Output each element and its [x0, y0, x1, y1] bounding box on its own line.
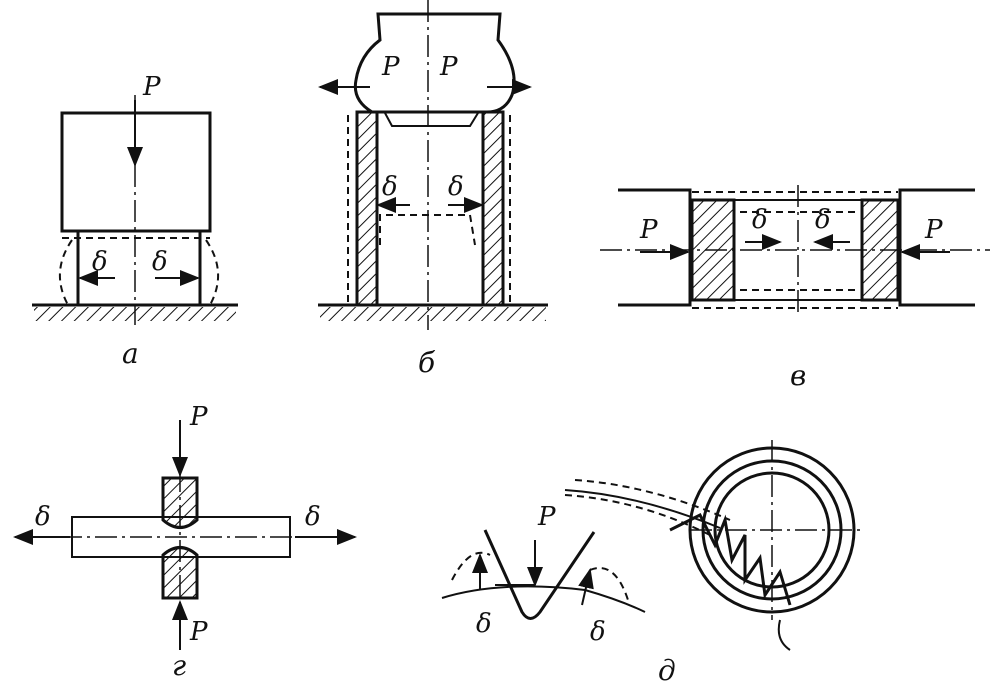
panel-d: P δ δ д	[441, 440, 860, 687]
force-label: P	[142, 72, 161, 102]
panel-v: P P δ δ в	[600, 185, 990, 392]
panel-caption: в	[790, 359, 806, 392]
panel-a: P δ δ а	[32, 72, 238, 370]
deformation-label: δ	[305, 502, 321, 532]
panel-caption: д	[658, 654, 676, 687]
force-label: P	[924, 215, 943, 245]
deformation-label: δ	[35, 502, 51, 532]
deformation-label: δ	[815, 205, 831, 235]
deformation-label: δ	[152, 247, 168, 277]
force-label: P	[639, 215, 658, 245]
panel-g: P P δ δ г	[13, 402, 357, 682]
force-label: P	[537, 502, 556, 532]
panel-caption: б	[418, 346, 436, 379]
force-label: P	[189, 617, 208, 647]
force-label: P	[439, 52, 458, 82]
deformation-label: δ	[752, 205, 768, 235]
panel-caption: г	[172, 649, 186, 682]
force-label: P	[381, 52, 400, 82]
panel-b: P P δ δ б	[318, 0, 548, 379]
deformation-label: δ	[590, 617, 606, 647]
force-label: P	[189, 402, 208, 432]
panel-caption: а	[122, 337, 139, 370]
deformation-label: δ	[448, 172, 464, 202]
deformation-label: δ	[382, 172, 398, 202]
deformation-label: δ	[476, 609, 492, 639]
deformation-label: δ	[92, 247, 108, 277]
